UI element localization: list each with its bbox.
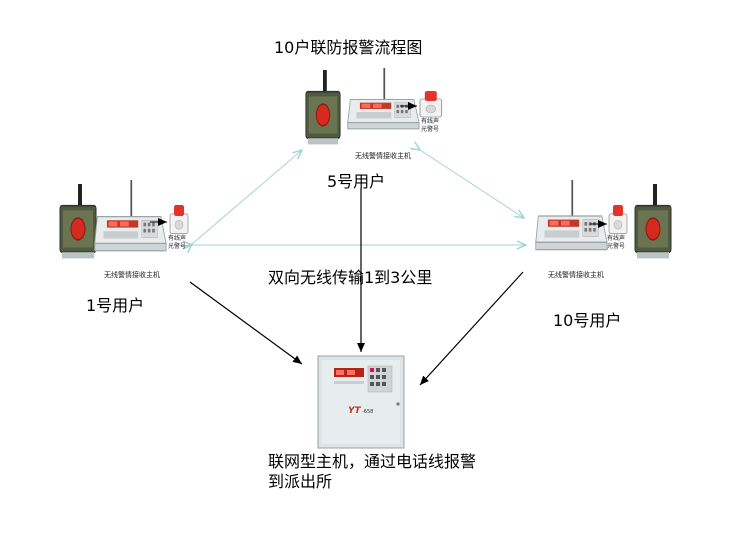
network-host-device: YT -658	[317, 355, 405, 449]
device-group-user5	[306, 66, 443, 144]
device-group-user10	[534, 178, 671, 258]
receiver-user1	[93, 178, 168, 252]
alarm-box-user1	[60, 184, 96, 258]
node-label-user1: 1号用户	[86, 296, 145, 315]
receiver-caption-user1: 无线警情接收主机	[104, 270, 160, 279]
wireless-note: 双向无线传输1到3公里	[268, 268, 433, 287]
siren-user1	[169, 204, 189, 235]
siren-user5	[419, 90, 443, 118]
receiver-user10	[534, 178, 609, 251]
host-model: -658	[362, 409, 373, 415]
alarm-box-user5	[306, 70, 340, 144]
receiver-caption-user10: 无线警情接收主机	[548, 270, 604, 279]
diagram-title: 10户联防报警流程图	[274, 38, 423, 57]
network-host-caption-line1: 联网型主机，通过电话线报警	[268, 452, 477, 471]
receiver-caption-user5: 无线警情接收主机	[355, 151, 411, 160]
wireless-link-1-to-5	[192, 150, 302, 244]
arrow-user10-to-host	[419, 271, 524, 386]
network-host-caption-line2: 到派出所	[268, 472, 333, 491]
siren-caption-user5-line2: 光警号	[421, 125, 439, 133]
arrow-user1-to-host	[189, 281, 303, 365]
siren-caption-user10-line2: 光警号	[607, 242, 625, 250]
siren-caption-user1-line2: 光警号	[168, 242, 186, 250]
node-label-user10: 10号用户	[553, 311, 622, 330]
siren-user10	[608, 204, 628, 235]
node-label-user5: 5号用户	[327, 172, 386, 191]
alarm-box-user10	[635, 184, 671, 258]
host-brand: YT	[348, 406, 362, 416]
siren-caption-user10-line1: 有线声	[607, 234, 625, 242]
wireless-link-5-to-10	[420, 150, 524, 218]
siren-caption-user5-line1: 有线声	[421, 117, 439, 125]
siren-caption-user1-line1: 有线声	[168, 234, 186, 242]
device-group-user1	[60, 178, 189, 258]
receiver-user5	[346, 66, 421, 130]
